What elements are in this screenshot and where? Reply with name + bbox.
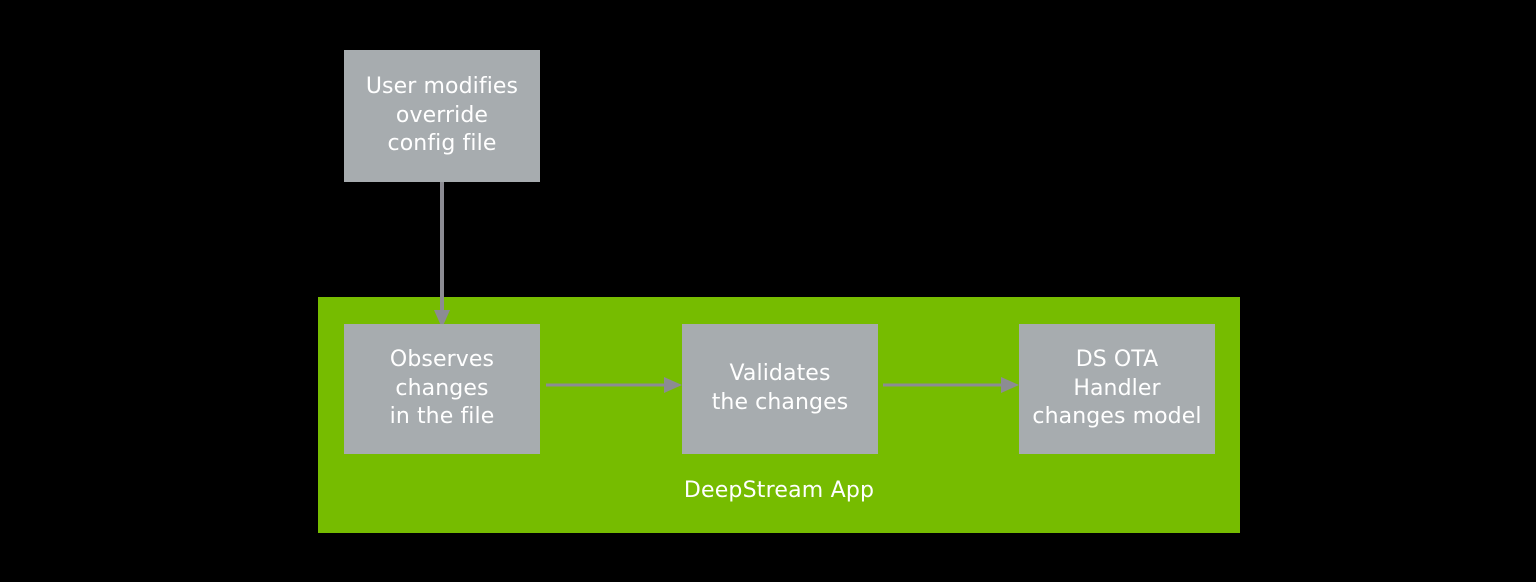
node-label: DS OTA Handler changes model (1032, 347, 1202, 430)
node-label: Observes changes in the file (389, 347, 495, 430)
arrow-user-to-observes-icon (424, 178, 460, 330)
arrow-observes-to-validates-icon (540, 372, 684, 398)
node-ds-ota-handler-changes-model: DS OTA Handler changes model (1019, 324, 1215, 454)
group-deepstream-app-label: DeepStream App (683, 478, 875, 503)
node-validates-the-changes: Validates the changes (682, 324, 878, 454)
node-user-modifies-override-config-file: User modifies override config file (344, 50, 540, 182)
node-label: User modifies override config file (365, 74, 519, 157)
node-observes-changes-in-the-file: Observes changes in the file (344, 324, 540, 454)
arrow-validates-to-handler-icon (877, 372, 1021, 398)
node-label: Validates the changes (711, 361, 849, 415)
